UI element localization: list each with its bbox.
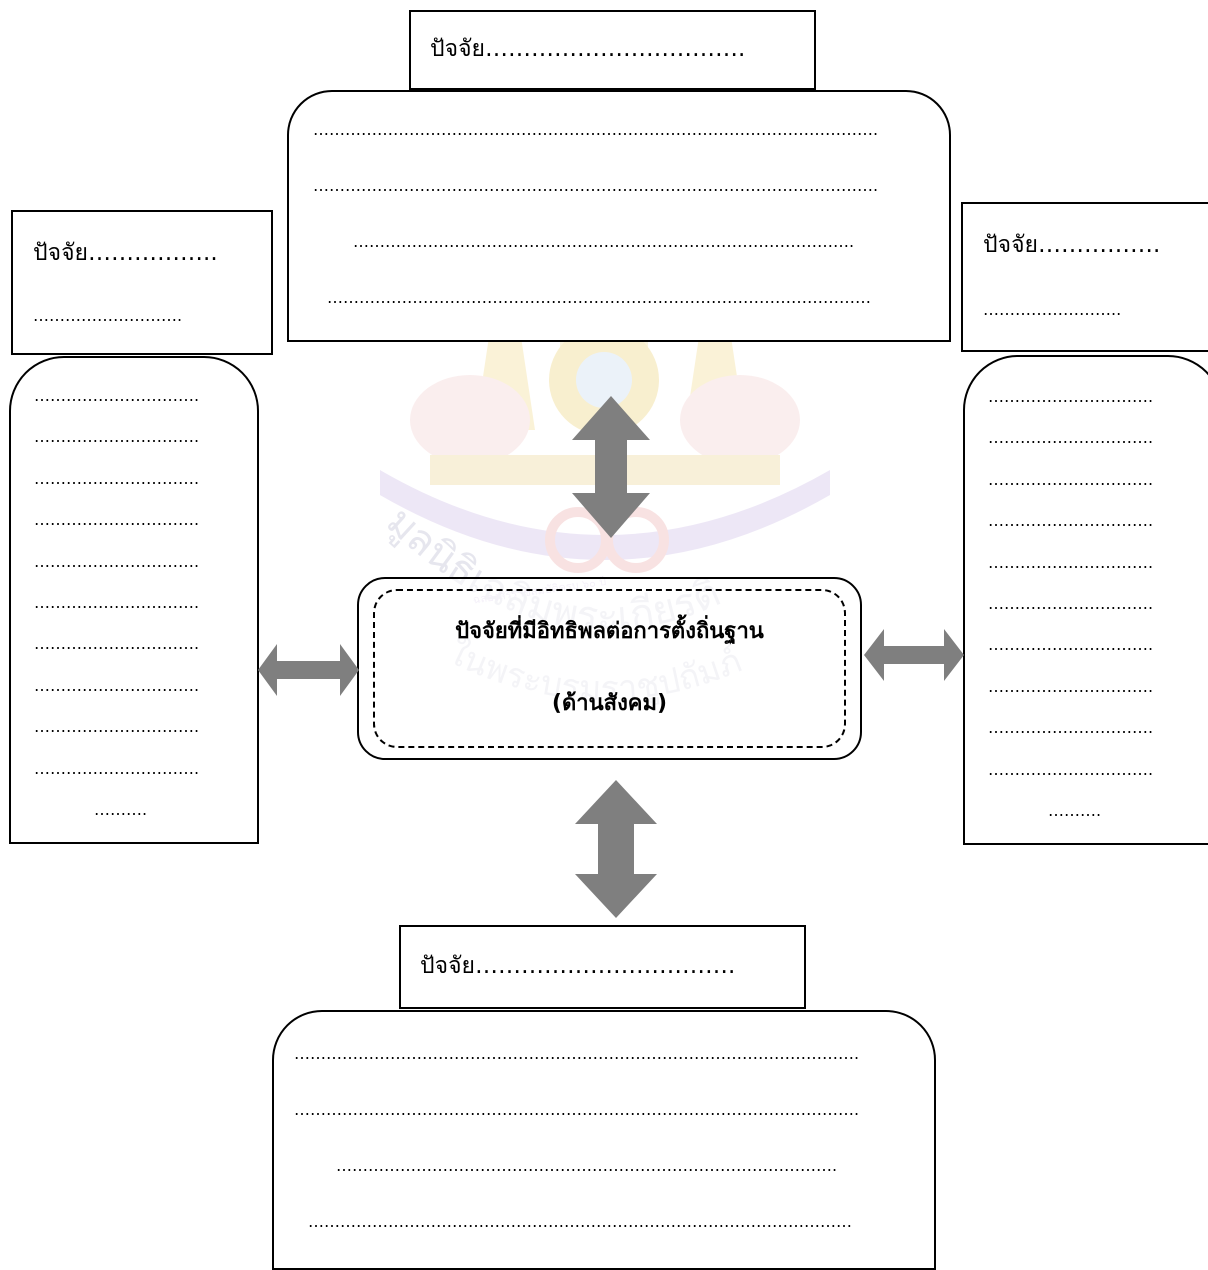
- left-answer-line-2[interactable]: ………………………….: [34, 429, 200, 446]
- bottom-answer-line-2[interactable]: …………………………………………………………………………………………….: [294, 1102, 860, 1118]
- bottom-answer-line-1[interactable]: …………………………………………………………………………………………….: [294, 1046, 860, 1062]
- top-answer-line-2[interactable]: …………………………………………………………………………………………….: [313, 178, 879, 194]
- center-title: ปัจจัยที่มีอิทธิพลต่อการตั้งถิ่นฐาน: [455, 619, 764, 644]
- right-answer-line-1[interactable]: ………………………….: [988, 389, 1154, 405]
- left-answer-line-11[interactable]: ……….: [94, 802, 148, 818]
- right-answer-line-5[interactable]: ………………………….: [988, 554, 1154, 571]
- top-answer-line-1[interactable]: …………………………………………………………………………………………….: [313, 122, 879, 138]
- right-answer-line-10[interactable]: ………………………….: [988, 761, 1154, 778]
- right-double-arrow: [864, 629, 964, 681]
- right-factor-label-line[interactable]: ……………………..: [983, 302, 1122, 318]
- right-answer-line-3[interactable]: ………………………….: [988, 471, 1154, 488]
- left-factor-label-line[interactable]: ……………………….: [33, 308, 183, 324]
- center-box: ปัจจัยที่มีอิทธิพลต่อการตั้งถิ่นฐาน (ด้า…: [357, 577, 862, 760]
- top-answer-line-3[interactable]: ………………………………………………………………………………….: [353, 234, 855, 250]
- left-answer-line-4[interactable]: ………………………….: [34, 512, 200, 529]
- top-factor-label-box: ปัจจัย…………………………….: [409, 10, 816, 90]
- left-answer-line-7[interactable]: ………………………….: [34, 636, 200, 653]
- left-answer-line-10[interactable]: ………………………….: [34, 760, 200, 777]
- bottom-factor-label-box: ปัจจัย…………………………….: [399, 925, 806, 1009]
- left-answer-line-9[interactable]: ………………………….: [34, 719, 200, 736]
- top-double-arrow: [572, 396, 650, 538]
- bottom-double-arrow: [575, 780, 657, 918]
- left-factor-box: …………………………. …………………………. …………………………. ……………………: [9, 356, 259, 844]
- center-box-dashed-border: [373, 589, 846, 748]
- left-factor-label: ปัจจัย……………..: [33, 240, 218, 266]
- right-answer-line-8[interactable]: ………………………….: [988, 678, 1154, 695]
- bottom-answer-line-4[interactable]: …………………………………………………………………………………………: [308, 1214, 852, 1230]
- right-answer-line-7[interactable]: ………………………….: [988, 637, 1154, 654]
- left-answer-line-1[interactable]: ………………………….: [34, 388, 200, 404]
- bottom-factor-label: ปัจจัย…………………………….: [420, 953, 736, 979]
- left-answer-line-6[interactable]: ………………………….: [34, 595, 200, 611]
- right-factor-label-box: ปัจจัย……………. ……………………..: [961, 202, 1208, 352]
- bottom-factor-box: ……………………………………………………………………………………………. …………: [272, 1010, 936, 1270]
- right-factor-box: …………………………. …………………………. …………………………. ……………………: [963, 355, 1208, 845]
- bottom-answer-line-3[interactable]: ………………………………………………………………………………….: [336, 1158, 838, 1174]
- right-answer-line-6[interactable]: ………………………….: [988, 596, 1154, 612]
- left-answer-line-3[interactable]: ………………………….: [34, 470, 200, 487]
- right-factor-label: ปัจจัย…………….: [983, 232, 1161, 258]
- right-answer-line-11[interactable]: ……….: [1048, 803, 1102, 819]
- left-answer-line-5[interactable]: ………………………….: [34, 553, 200, 570]
- left-answer-line-8[interactable]: ………………………….: [34, 677, 200, 694]
- top-answer-line-4[interactable]: …………………………………………………………………………………………: [327, 290, 871, 306]
- left-double-arrow: [258, 644, 359, 696]
- right-answer-line-4[interactable]: ………………………….: [988, 513, 1154, 530]
- right-answer-line-2[interactable]: ………………………….: [988, 430, 1154, 447]
- top-factor-label: ปัจจัย…………………………….: [430, 36, 746, 62]
- center-subtitle: (ด้านสังคม): [551, 691, 668, 716]
- right-answer-line-9[interactable]: ………………………….: [988, 720, 1154, 737]
- left-factor-label-box: ปัจจัย…………….. ……………………….: [11, 210, 273, 355]
- top-factor-box: ……………………………………………………………………………………………. …………: [287, 90, 951, 342]
